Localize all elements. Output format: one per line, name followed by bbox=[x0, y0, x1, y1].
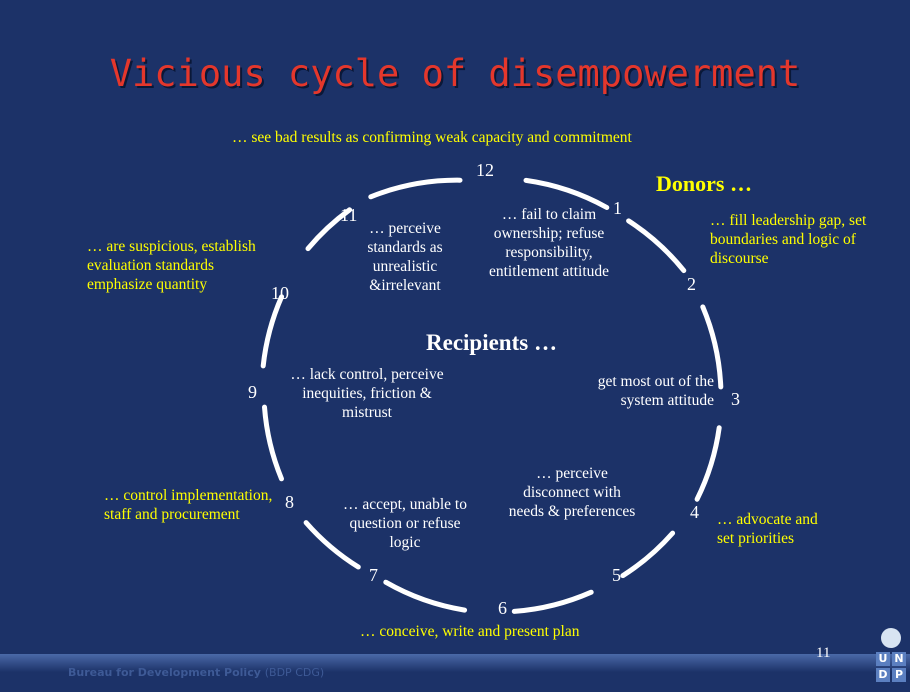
cycle-arc bbox=[626, 218, 687, 274]
un-emblem-icon bbox=[881, 628, 901, 648]
step-number-5: 5 bbox=[612, 565, 621, 585]
step-number-6: 6 bbox=[498, 598, 507, 618]
recipient-text-3: get most out of the system attitude bbox=[597, 373, 714, 409]
cycle-arc bbox=[260, 294, 285, 369]
cycle-arc bbox=[620, 530, 676, 579]
cycle-arc bbox=[700, 304, 724, 390]
step-number-8: 8 bbox=[285, 492, 294, 512]
recipients-heading: Recipients … bbox=[426, 330, 557, 355]
step-number-10: 10 bbox=[271, 283, 289, 303]
footer-org: Bureau for Development Policy bbox=[68, 666, 261, 679]
cycle-arc bbox=[694, 425, 722, 502]
cycle-arc bbox=[383, 579, 468, 613]
logo-letter: U bbox=[876, 652, 890, 666]
donor-text-2: … fill leadership gap, set boundaries an… bbox=[710, 212, 867, 267]
logo-letter: P bbox=[892, 668, 906, 682]
step-number-2: 2 bbox=[687, 274, 696, 294]
step-number-7: 7 bbox=[369, 565, 378, 585]
donors-heading: Donors … bbox=[656, 171, 752, 196]
top-caption: … see bad results as confirming weak cap… bbox=[232, 129, 632, 146]
step-number-3: 3 bbox=[731, 389, 740, 409]
undp-logo: U N D P bbox=[876, 628, 906, 692]
bottom-bar bbox=[0, 654, 910, 692]
cycle-arc bbox=[511, 589, 594, 614]
step-number-4: 4 bbox=[690, 502, 699, 522]
donor-text-8: … control implementation, staff and proc… bbox=[104, 487, 273, 523]
logo-letter: D bbox=[876, 668, 890, 682]
recipient-text-1: … fail to claim ownership; refuse respon… bbox=[488, 206, 610, 280]
cycle-arc bbox=[305, 207, 353, 252]
step-number-9: 9 bbox=[248, 382, 257, 402]
footer-unit: (BDP CDG) bbox=[264, 666, 325, 679]
donor-text-4: … advocate and set priorities bbox=[717, 511, 818, 547]
step-number-1: 1 bbox=[613, 198, 622, 218]
recipient-text-7: … accept, unable to question or refuse l… bbox=[343, 496, 467, 551]
slide-title: Vicious cycle of disempowerment bbox=[109, 52, 801, 95]
donor-text-6: … conceive, write and present plan bbox=[360, 623, 580, 640]
recipient-text-9: … lack control, perceive inequities, fri… bbox=[290, 366, 444, 421]
page-number: 11 bbox=[816, 645, 831, 661]
footer-text: Bureau for Development Policy (BDP CDG) bbox=[68, 666, 324, 679]
cycle-arc bbox=[303, 520, 361, 570]
cycle-arc bbox=[368, 177, 463, 200]
recipient-text-5: … perceive disconnect with needs & prefe… bbox=[508, 465, 636, 520]
donor-text-10: … are suspicious, establish evaluation s… bbox=[87, 238, 256, 293]
logo-letter: N bbox=[892, 652, 906, 666]
cycle-arc bbox=[262, 404, 284, 482]
recipient-text-11: … perceive standards as unrealistic &irr… bbox=[367, 220, 443, 294]
cycle-arc bbox=[523, 177, 610, 210]
step-number-12: 12 bbox=[476, 160, 494, 180]
step-number-11: 11 bbox=[340, 205, 358, 225]
